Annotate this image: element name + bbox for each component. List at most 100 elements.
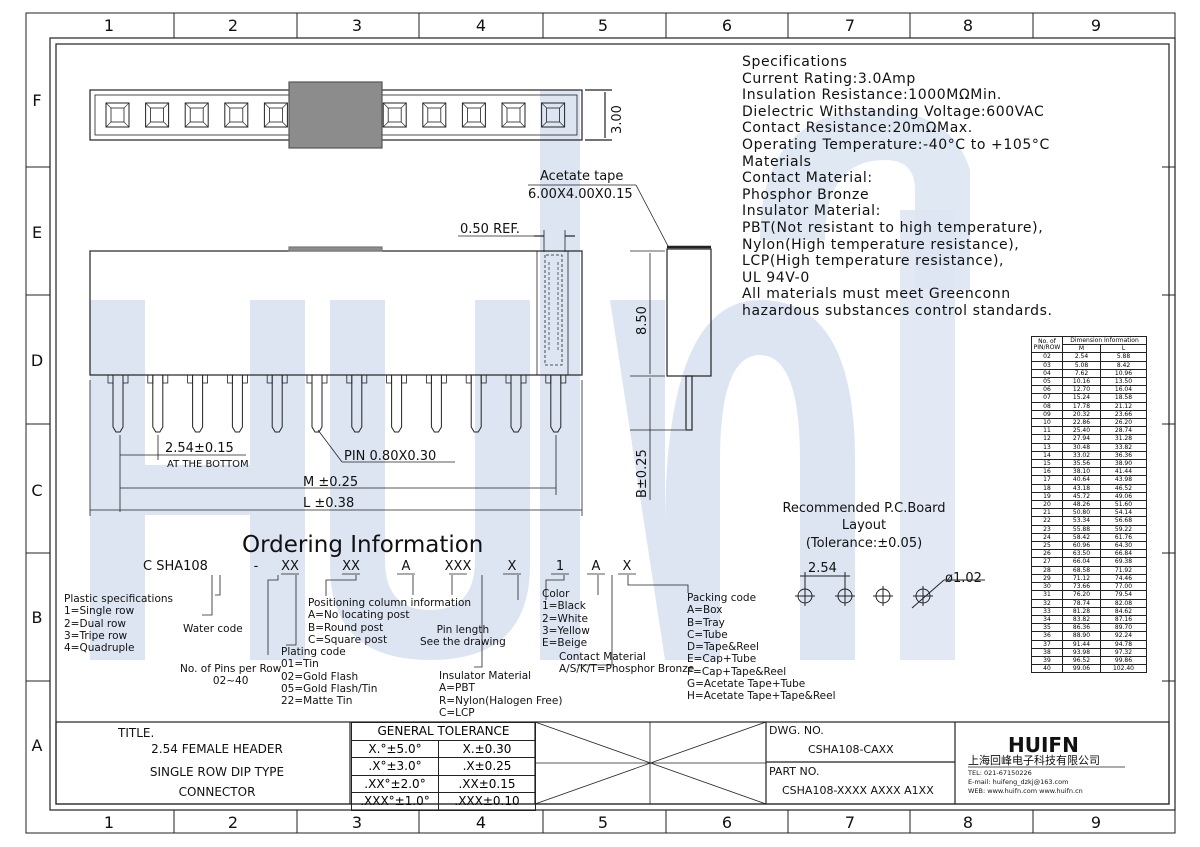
table-cell: 29 bbox=[1031, 573, 1063, 584]
table-cell: 12.70 bbox=[1062, 385, 1101, 395]
ordering-option-line: C=LCP bbox=[439, 706, 475, 719]
dim-l: L ±0.38 bbox=[303, 496, 354, 511]
table-cell: 40.64 bbox=[1062, 475, 1101, 485]
grid-col-label-bottom: 3 bbox=[352, 813, 362, 832]
dim-header-l: L bbox=[1099, 344, 1148, 354]
grid-col-label-top: 1 bbox=[104, 16, 114, 35]
table-cell: 92.24 bbox=[1099, 631, 1148, 641]
ordering-option-line: R=Nylon(Halogen Free) bbox=[439, 694, 563, 707]
part-no: CSHA108-XXXX AXXX A1XX bbox=[782, 784, 934, 797]
table-cell: 17 bbox=[1031, 475, 1063, 485]
ordering-code-part: 1 bbox=[556, 559, 564, 574]
company-name: 上海回峰电子科技有限公司 bbox=[968, 753, 1100, 767]
table-cell: 13 bbox=[1031, 442, 1063, 452]
table-cell: 102.40 bbox=[1099, 664, 1148, 674]
grid-col-label-top: 4 bbox=[476, 16, 486, 35]
table-cell: 99.06 bbox=[1062, 664, 1101, 674]
table-cell: 28 bbox=[1031, 565, 1063, 575]
table-cell: 84.62 bbox=[1099, 606, 1148, 616]
table-cell: 99.86 bbox=[1099, 655, 1148, 666]
table-cell: 58.42 bbox=[1062, 532, 1101, 543]
table-cell: 36 bbox=[1031, 631, 1063, 641]
table-cell: 93.98 bbox=[1062, 647, 1101, 657]
ordering-option-line: Contact Material bbox=[559, 651, 646, 663]
ordering-option-line: No. of Pins per Row bbox=[180, 663, 282, 675]
table-cell: 33.82 bbox=[1099, 442, 1148, 452]
table-cell: 49.06 bbox=[1099, 491, 1148, 502]
table-cell: 26 bbox=[1031, 549, 1063, 559]
front-view bbox=[89, 230, 583, 516]
ordering-option-line: Pin length bbox=[436, 624, 490, 636]
table-cell: 8.42 bbox=[1099, 360, 1148, 370]
table-cell: 10.96 bbox=[1099, 368, 1148, 379]
table-cell: 26.20 bbox=[1099, 418, 1148, 428]
title-line-2: SINGLE ROW DIP TYPE bbox=[150, 765, 284, 779]
tolerance-cell: .X±0.25 bbox=[438, 757, 536, 776]
table-cell: 60.96 bbox=[1062, 541, 1101, 551]
ordering-option-line: 22=Matte Tin bbox=[281, 695, 353, 708]
table-cell: 27.94 bbox=[1062, 434, 1101, 444]
table-cell: 23 bbox=[1031, 524, 1063, 534]
ordering-option-line: 4=Quadruple bbox=[64, 642, 135, 655]
ordering-code-part: A bbox=[402, 559, 411, 574]
table-cell: 32 bbox=[1031, 598, 1063, 608]
table-cell: 23.66 bbox=[1099, 409, 1148, 420]
spec-line: Dielectric Withstanding Voltage:600VAC bbox=[742, 103, 1045, 120]
table-cell: 18 bbox=[1031, 483, 1063, 493]
table-cell: 16.04 bbox=[1099, 385, 1148, 395]
table-cell: 30 bbox=[1031, 582, 1063, 592]
ordering-option-line: Insulator Material bbox=[439, 670, 532, 682]
grid-col-label-top: 2 bbox=[228, 16, 238, 35]
table-cell: 38.90 bbox=[1099, 459, 1148, 469]
company-email: E-mail: huifeng_dzkj@163.com bbox=[968, 778, 1068, 786]
table-cell: 20.32 bbox=[1062, 409, 1101, 420]
table-cell: 06 bbox=[1031, 385, 1063, 395]
ordering-option-line: 02~40 bbox=[212, 675, 249, 688]
spec-line: Nylon(High temperature resistance), bbox=[742, 236, 1020, 253]
pcb-hole: ø1.02 bbox=[945, 571, 982, 586]
pcb-tolerance: (Tolerance:±0.05) bbox=[806, 536, 922, 551]
dim-pitch: 2.54±0.15 bbox=[165, 441, 234, 456]
table-cell: 13.50 bbox=[1099, 377, 1148, 387]
title-block-frame bbox=[55, 721, 1170, 805]
grid-row-label: A bbox=[32, 736, 43, 755]
company-web: WEB: www.huifn.com www.huifn.cn bbox=[968, 787, 1083, 795]
tolerance-row: .X°±3.0°.X±0.25 bbox=[351, 757, 536, 776]
table-cell: 34 bbox=[1031, 614, 1063, 625]
dwg-no: CSHA108-CAXX bbox=[808, 743, 894, 756]
ordering-option-line: 02=Gold Flash bbox=[281, 670, 359, 683]
table-cell: 36.36 bbox=[1099, 450, 1148, 461]
ordering-code-part: XX bbox=[281, 559, 299, 574]
tolerance-row: .XXX°±1.0°.XXX±0.10 bbox=[351, 792, 536, 811]
table-cell: 50.80 bbox=[1062, 508, 1101, 518]
table-cell: 33 bbox=[1031, 606, 1063, 616]
ordering-code-part: X bbox=[508, 559, 517, 574]
table-cell: 76.20 bbox=[1062, 590, 1101, 600]
title-line-1: 2.54 FEMALE HEADER bbox=[151, 742, 283, 756]
table-cell: 33.02 bbox=[1062, 450, 1101, 461]
dim-m: M ±0.25 bbox=[303, 475, 358, 490]
